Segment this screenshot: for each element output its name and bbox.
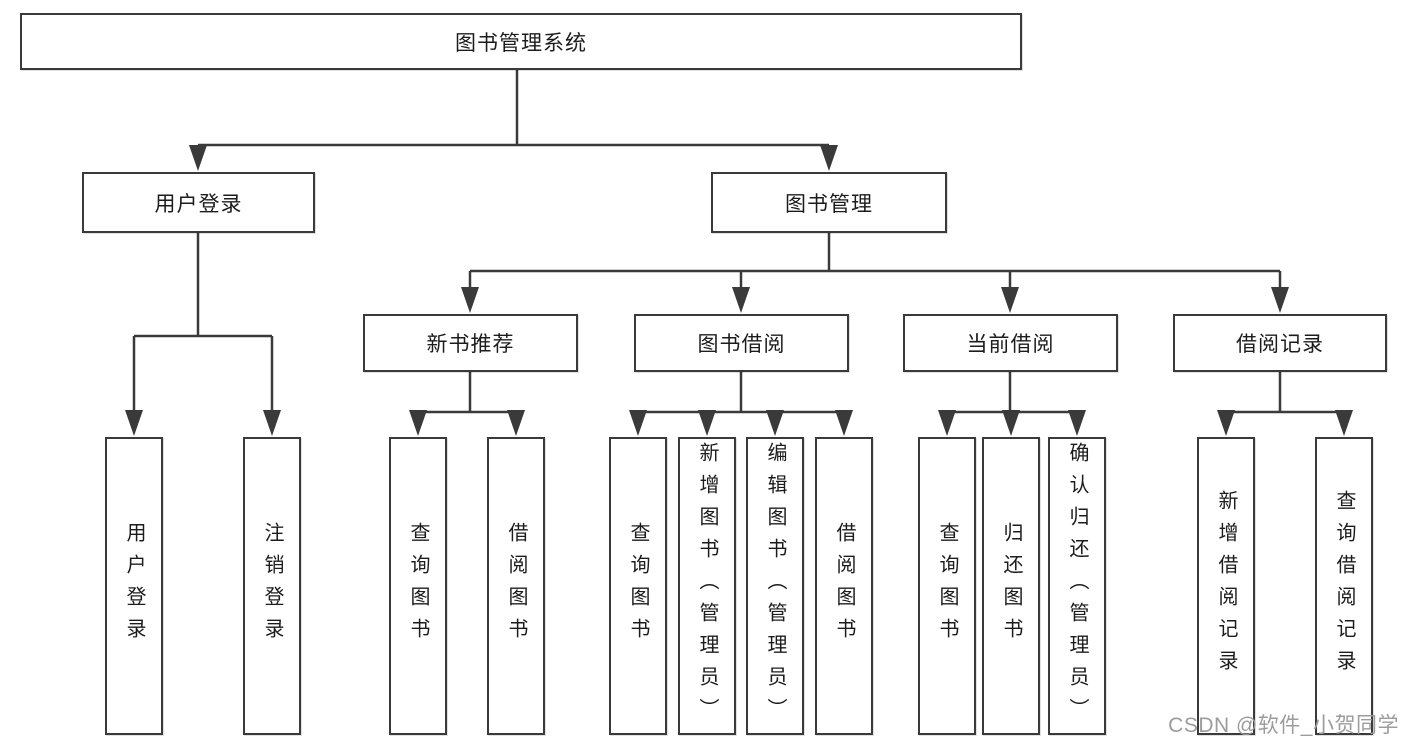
connector-user-login-to-leaves (132, 233, 274, 414)
arrowhead-down-icon (1217, 410, 1235, 436)
leaf-query-borrow-record: 查询借阅记录 (1315, 437, 1373, 735)
node-current-borrow: 当前借阅 (903, 314, 1118, 372)
node-book-management: 图书管理 (711, 172, 947, 233)
node-label: 归还图书 (1000, 522, 1022, 650)
arrowhead-down-icon (835, 410, 853, 436)
node-label: 查询借阅记录 (1333, 490, 1355, 682)
arrowhead-down-icon (507, 410, 525, 436)
arrowhead-down-icon (766, 410, 784, 436)
leaf-borrow-books: 借阅图书 (815, 437, 873, 735)
node-borrow-records: 借阅记录 (1173, 314, 1387, 372)
leaf-return-books: 归还图书 (982, 437, 1040, 735)
node-label: 图书借阅 (697, 333, 786, 356)
leaf-add-borrow-record: 新增借阅记录 (1197, 437, 1255, 735)
arrowhead-down-icon (189, 145, 207, 171)
connector-borrow-records-to-leaves (1226, 371, 1344, 414)
leaf-borrow-books-recommend: 借阅图书 (487, 437, 545, 735)
node-label: 查询图书 (407, 522, 429, 650)
node-book-borrow: 图书借阅 (634, 314, 849, 372)
arrowhead-down-icon (1001, 287, 1019, 313)
node-new-book-recommend: 新书推荐 (363, 314, 578, 372)
connector-new-book-recommend-to-leaves (418, 371, 516, 414)
node-label: 编辑图书（管理员） (764, 442, 786, 730)
arrowhead-down-icon (938, 410, 956, 436)
node-label: 确认归还（管理员） (1066, 442, 1088, 730)
leaf-add-books-admin: 新增图书（管理员） (678, 437, 736, 735)
arrowhead-down-icon (1002, 410, 1020, 436)
arrowhead-down-icon (461, 287, 479, 313)
node-user-login: 用户登录 (82, 172, 315, 233)
arrowhead-down-icon (409, 410, 427, 436)
connector-book-borrow-to-leaves (638, 371, 844, 414)
node-label: 用户登录 (123, 522, 145, 650)
arrowhead-down-icon (1068, 410, 1086, 436)
arrowhead-down-icon (125, 410, 143, 436)
arrowhead-down-icon (732, 287, 750, 313)
node-label: 新书推荐 (426, 333, 515, 356)
connector-root-to-level2 (196, 69, 831, 152)
leaf-query-books-current: 查询图书 (918, 437, 976, 735)
arrowheads-group (125, 145, 1353, 436)
csdn-watermark: CSDN @软件_小贺同学 (1168, 714, 1399, 737)
leaf-logout: 注销登录 (243, 437, 301, 735)
leaf-edit-books-admin: 编辑图书（管理员） (746, 437, 804, 735)
arrowhead-down-icon (1271, 287, 1289, 313)
connector-book-management-to-level3 (468, 233, 1282, 290)
leaf-confirm-return-admin: 确认归还（管理员） (1048, 437, 1106, 735)
node-book-management-system: 图书管理系统 (20, 13, 1022, 70)
node-label: 新增图书（管理员） (696, 442, 718, 730)
node-label: 图书管理系统 (455, 31, 587, 55)
leaf-query-books-borrow: 查询图书 (609, 437, 667, 735)
node-label: 图书管理 (785, 192, 873, 216)
node-label: 借阅记录 (1236, 333, 1324, 356)
node-label: 当前借阅 (966, 333, 1055, 356)
node-label: 借阅图书 (505, 522, 527, 650)
leaf-query-books-recommend: 查询图书 (389, 437, 447, 735)
arrowhead-down-icon (263, 410, 281, 436)
node-label: 注销登录 (261, 522, 283, 650)
leaf-user-login: 用户登录 (105, 437, 163, 735)
node-label: 查询图书 (936, 522, 958, 650)
connector-current-borrow-to-leaves (947, 371, 1077, 414)
arrowhead-down-icon (698, 410, 716, 436)
arrowhead-down-icon (1335, 410, 1353, 436)
node-label: 查询图书 (627, 522, 649, 650)
node-label: 用户登录 (154, 192, 243, 216)
arrowhead-down-icon (629, 410, 647, 436)
node-label: 借阅图书 (833, 522, 855, 650)
arrowhead-down-icon (820, 145, 838, 171)
node-label: 新增借阅记录 (1215, 490, 1237, 682)
